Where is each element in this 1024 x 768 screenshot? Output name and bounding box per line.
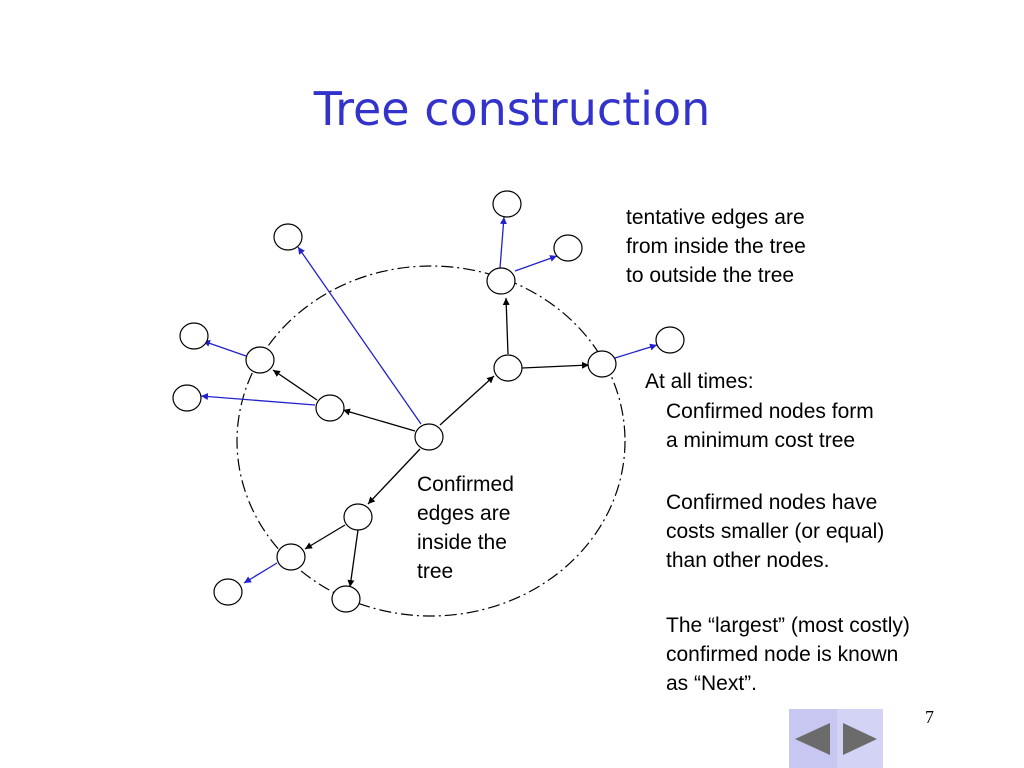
note-line: a minimum cost tree xyxy=(666,429,856,452)
outside-node xyxy=(655,326,685,354)
confirmed-edge xyxy=(272,369,318,401)
tree-node xyxy=(486,267,516,295)
notes-paragraph-3: The “largest” (most costly) confirmed no… xyxy=(666,611,910,698)
tree-node xyxy=(245,346,275,374)
tree-node xyxy=(315,394,345,422)
confirmed-edges-note: Confirmed edges are inside the tree xyxy=(417,470,514,586)
outside-node xyxy=(213,578,243,606)
tree-node xyxy=(276,543,306,571)
note-line: inside the xyxy=(417,531,507,554)
note-line: from inside the tree xyxy=(626,235,806,258)
outside-node xyxy=(492,190,522,218)
page-title: Tree construction xyxy=(313,82,711,136)
confirmed-edge xyxy=(439,375,495,426)
tree-node xyxy=(493,354,523,382)
tree-node xyxy=(343,503,373,531)
outside-node xyxy=(179,322,209,350)
previous-slide-button[interactable] xyxy=(789,709,837,768)
note-line: than other nodes. xyxy=(666,549,830,572)
outside-node xyxy=(553,234,583,262)
tentative-edges-note: tentative edges are from inside the tree… xyxy=(626,203,806,290)
confirmed-edge xyxy=(342,408,416,432)
note-line: The “largest” (most costly) xyxy=(666,614,910,637)
note-line: edges are xyxy=(417,502,511,525)
tentative-edge xyxy=(499,216,507,269)
note-line: to outside the tree xyxy=(626,264,795,287)
note-line: as “Next”. xyxy=(666,672,758,695)
tree-node xyxy=(331,585,361,613)
tree-node xyxy=(414,423,444,451)
note-line: costs smaller (or equal) xyxy=(666,520,885,543)
confirmed-edge xyxy=(502,297,510,355)
tree-node xyxy=(587,350,617,378)
notes-heading: At all times: xyxy=(645,370,754,393)
outside-node xyxy=(172,384,202,412)
note-line: tree xyxy=(417,560,454,583)
triangle-left-icon xyxy=(795,723,830,755)
triangle-right-icon xyxy=(843,723,877,755)
confirmed-edges xyxy=(272,297,590,588)
note-line: Confirmed nodes have xyxy=(666,491,878,514)
tentative-edge xyxy=(200,393,316,406)
tentative-edges xyxy=(200,216,658,584)
tentative-edge xyxy=(243,562,278,584)
page-number: 7 xyxy=(925,707,934,727)
confirmed-edge xyxy=(521,361,590,369)
note-line: Confirmed nodes form xyxy=(666,400,874,423)
confirmed-edge xyxy=(367,448,421,505)
note-line: Confirmed xyxy=(417,473,514,496)
next-slide-button[interactable] xyxy=(837,709,883,768)
note-line: tentative edges are xyxy=(626,206,805,229)
tree-boundary xyxy=(236,265,626,617)
notes-paragraph-1: Confirmed nodes form a minimum cost tree xyxy=(666,397,874,455)
tentative-edge xyxy=(202,340,247,357)
confirmed-edge xyxy=(347,529,359,588)
outside-node xyxy=(273,223,303,251)
notes-paragraph-2: Confirmed nodes have costs smaller (or e… xyxy=(666,488,884,575)
nodes xyxy=(172,190,685,613)
confirmed-edge xyxy=(304,524,346,550)
note-line: confirmed node is known xyxy=(666,643,899,666)
tentative-edge xyxy=(614,343,658,359)
tentative-edge xyxy=(297,246,422,425)
tentative-edge xyxy=(514,255,558,272)
